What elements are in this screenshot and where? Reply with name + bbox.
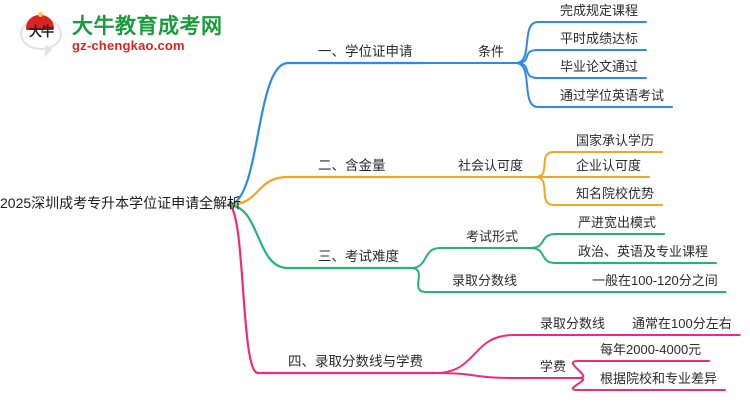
graduation-cap-shape <box>26 15 54 30</box>
logo-icon: 大牛 <box>18 12 64 59</box>
logo-domain: gz-chengkao.com <box>72 37 185 53</box>
connector-line <box>434 334 619 374</box>
leaf-node-4-2-1[interactable]: 每年2000-4000元 <box>600 342 702 357</box>
sub-node-4-2[interactable]: 学费 <box>540 359 567 374</box>
branch-node-3[interactable]: 三、考试难度 <box>318 249 399 264</box>
leaf-node-1-1-4[interactable]: 通过学位英语考试 <box>560 88 665 103</box>
logo-wordmark: 大牛教育成考网 gz-chengkao.com <box>72 14 223 53</box>
leaf-node-2-1-3[interactable]: 知名院校优势 <box>576 186 655 201</box>
leaf-node-3-1-2[interactable]: 政治、英语及专业课程 <box>578 244 709 259</box>
leaf-node-2-1-2[interactable]: 企业认可度 <box>576 158 642 173</box>
leaf-node-1-1-2[interactable]: 平时成绩达标 <box>560 31 639 46</box>
sub-node-1-1[interactable]: 条件 <box>478 44 505 59</box>
site-logo: 大牛 大牛教育成考网 gz-chengkao.com <box>18 6 258 62</box>
branch-node-2[interactable]: 二、含金量 <box>318 158 386 173</box>
connector-line <box>226 203 437 375</box>
sub-node-3-2[interactable]: 录取分数线 <box>452 273 518 288</box>
leaf-node-4-2-2[interactable]: 根据院校和专业差异 <box>600 371 718 386</box>
logo-mark-text: 大牛 <box>28 24 54 39</box>
leaf-node-2-1-1[interactable]: 国家承认学历 <box>576 133 655 148</box>
sub-node-4-1[interactable]: 录取分数线 <box>540 316 606 331</box>
branch-node-1[interactable]: 一、学位证申请 <box>318 44 413 59</box>
leaf-node-1-1-3[interactable]: 毕业论文通过 <box>560 59 639 74</box>
cap-tassel-dot <box>38 12 43 17</box>
branch-node-4[interactable]: 四、录取分数线与学费 <box>288 354 423 369</box>
sub-node-2-1[interactable]: 社会认可度 <box>458 158 524 173</box>
mindmap-root-node[interactable]: 2025深圳成考专升本学位证申请全解析 <box>0 195 242 211</box>
leaf-node-1-1-1[interactable]: 完成规定课程 <box>560 3 639 18</box>
logo-title: 大牛教育成考网 <box>72 14 223 38</box>
connector-line <box>226 61 426 207</box>
sub-node-3-1[interactable]: 考试形式 <box>466 229 519 244</box>
leaf-node-3-2-1[interactable]: 一般在100-120分之间 <box>592 273 718 288</box>
connector-line <box>226 175 399 207</box>
leaf-node-4-1-1[interactable]: 通常在100分左右 <box>632 316 732 331</box>
connector-line <box>410 247 532 269</box>
leaf-node-3-1-1[interactable]: 严进宽出模式 <box>578 215 657 230</box>
